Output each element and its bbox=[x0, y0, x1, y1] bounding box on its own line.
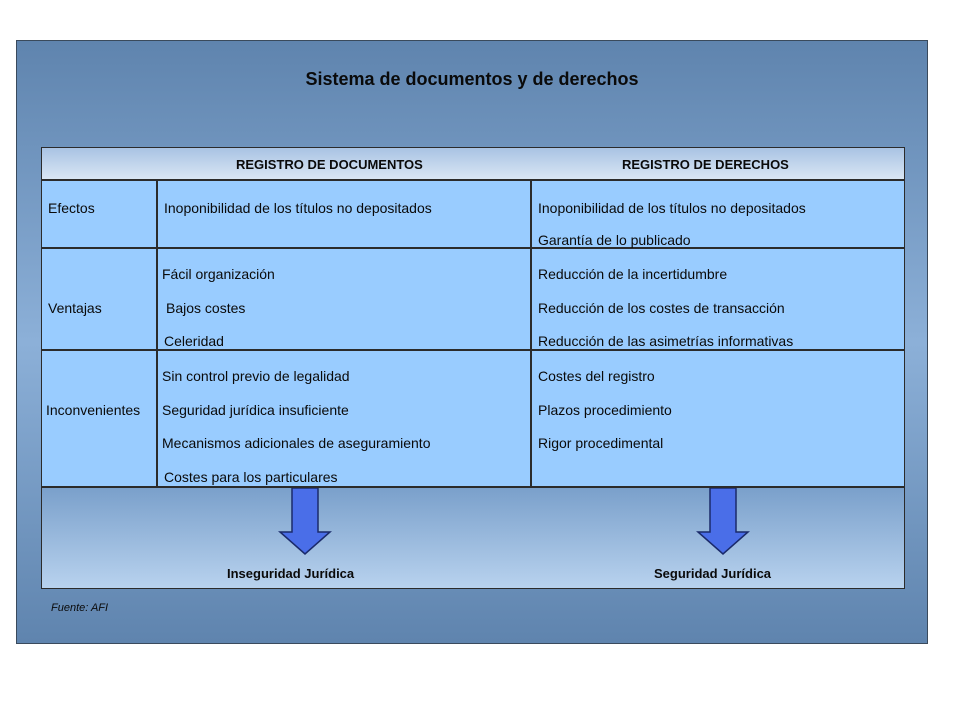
cell-text: Reducción de las asimetrías informativas bbox=[538, 333, 794, 349]
diagram-title: Sistema de documentos y de derechos bbox=[305, 69, 639, 89]
row-label-ventajas: Ventajas bbox=[48, 300, 102, 316]
row-label-inconvenientes: Inconvenientes bbox=[46, 402, 141, 418]
source-note: Fuente: AFI bbox=[51, 602, 109, 614]
cell-text: Costes del registro bbox=[538, 368, 655, 384]
cell-text: Garantía de lo publicado bbox=[538, 232, 691, 248]
row-efectos: Efectos Inoponibilidad de los títulos no… bbox=[42, 181, 904, 249]
conclusions-row: Inseguridad Jurídica Seguridad Jurídica bbox=[42, 488, 904, 588]
conclusion-rights: Seguridad Jurídica bbox=[654, 566, 772, 581]
diagram-panel: Sistema de documentos y de derechos REGI… bbox=[16, 40, 928, 644]
cell-text: Fácil organización bbox=[162, 266, 275, 282]
cell-text: Inoponibilidad de los títulos no deposit… bbox=[164, 200, 432, 216]
row-inconvenientes: Inconvenientes Sin control previo de leg… bbox=[42, 351, 904, 488]
cell-text: Inoponibilidad de los títulos no deposit… bbox=[538, 200, 806, 216]
cell-text: Rigor procedimental bbox=[538, 435, 664, 451]
conclusion-documents: Inseguridad Jurídica bbox=[227, 566, 355, 581]
header-rights: REGISTRO DE DERECHOS bbox=[622, 157, 789, 172]
cell-text: Reducción de los costes de transacción bbox=[538, 300, 785, 316]
cell-text: Sin control previo de legalidad bbox=[162, 368, 350, 384]
arrow-down-icon bbox=[696, 488, 750, 555]
cell-text: Bajos costes bbox=[166, 300, 246, 316]
arrow-down-icon bbox=[278, 488, 332, 555]
table-header: REGISTRO DE DOCUMENTOS REGISTRO DE DEREC… bbox=[42, 148, 904, 181]
header-documents: REGISTRO DE DOCUMENTOS bbox=[236, 157, 423, 172]
cell-text: Seguridad jurídica insuficiente bbox=[162, 402, 349, 418]
cell-text: Mecanismos adicionales de aseguramiento bbox=[162, 435, 431, 451]
row-label-efectos: Efectos bbox=[48, 200, 95, 216]
row-ventajas: Ventajas Fácil organización Bajos costes… bbox=[42, 249, 904, 351]
cell-text: Celeridad bbox=[164, 333, 224, 349]
cell-text: Plazos procedimiento bbox=[538, 402, 672, 418]
cell-text: Costes para los particulares bbox=[164, 469, 338, 485]
comparison-table: REGISTRO DE DOCUMENTOS REGISTRO DE DEREC… bbox=[41, 147, 905, 589]
cell-text: Reducción de la incertidumbre bbox=[538, 266, 728, 282]
